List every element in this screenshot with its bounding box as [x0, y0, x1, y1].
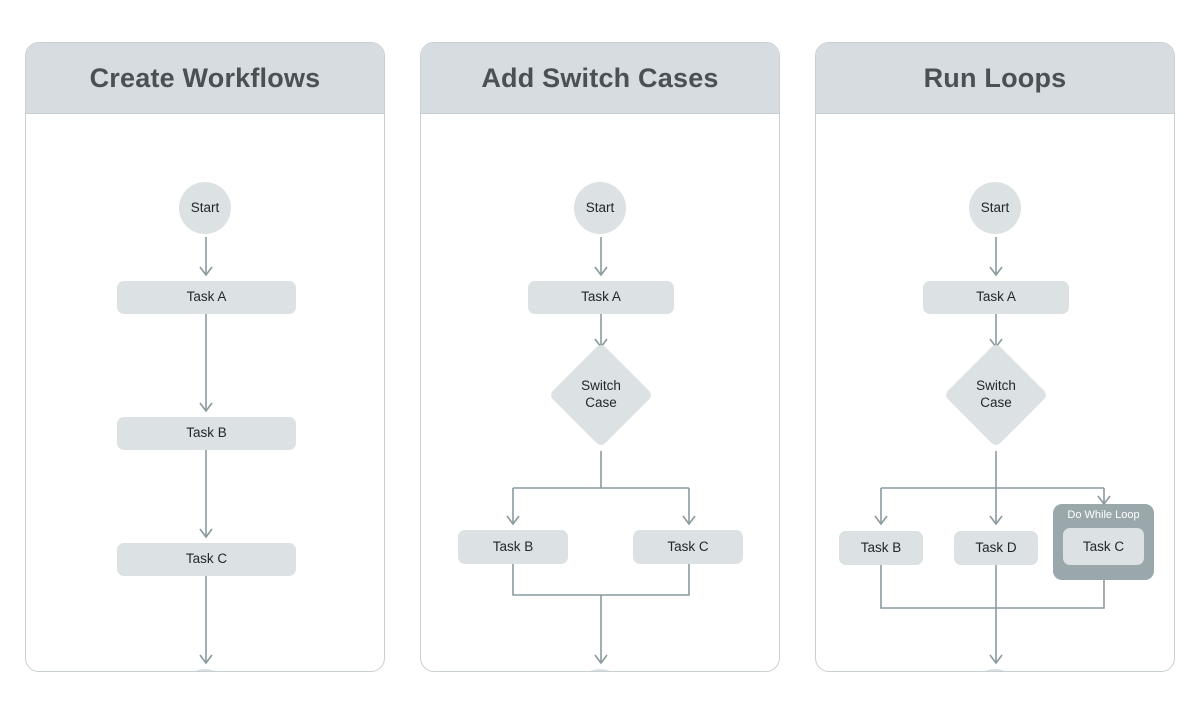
flow-canvas-create-workflows: Start Task A Task B Task C End	[26, 114, 384, 671]
node-start[interactable]: Start	[179, 182, 231, 234]
node-end[interactable]: End	[574, 669, 626, 671]
node-branch-task-b[interactable]: Task B	[458, 530, 568, 564]
panel-title: Create Workflows	[89, 62, 321, 93]
node-start[interactable]: Start	[574, 182, 626, 234]
connector-layer	[874, 237, 1111, 665]
node-label: Task B	[492, 538, 534, 554]
node-branch-task-c[interactable]: Task C	[633, 530, 743, 564]
flow-canvas-run-loops: Start Task A Switch Case Task B Task D D…	[816, 114, 1174, 671]
flow-canvas-add-switch-cases: Start Task A Switch Case Task B Task C E…	[421, 114, 779, 671]
panel-title: Run Loops	[923, 62, 1067, 93]
node-start[interactable]: Start	[969, 182, 1021, 234]
node-do-while-loop[interactable]: Do While Loop Task C	[1053, 504, 1154, 580]
node-label-line1: Switch	[976, 378, 1016, 394]
node-branch-task-b[interactable]: Task B	[839, 531, 923, 565]
node-task-c[interactable]: Task C	[117, 543, 296, 576]
connector-layer	[506, 237, 696, 665]
panel-create-workflows: Create Workflows Start Task	[25, 42, 385, 672]
node-end[interactable]: End	[969, 669, 1021, 671]
panel-header-run-loops: Run Loops	[816, 43, 1174, 114]
node-label: Task B	[860, 539, 902, 555]
node-label: Task C	[667, 538, 709, 554]
node-label: Start	[980, 199, 1010, 215]
node-branch-task-d[interactable]: Task D	[954, 531, 1038, 565]
node-switch-case[interactable]: Switch Case	[548, 342, 654, 448]
panel-add-switch-cases: Add Switch Cases	[420, 42, 780, 672]
panel-title: Add Switch Cases	[481, 62, 719, 93]
loop-group-label: Do While Loop	[1067, 509, 1140, 521]
node-task-a[interactable]: Task A	[528, 281, 674, 314]
node-task-a[interactable]: Task A	[117, 281, 296, 314]
node-label: Task C	[185, 551, 228, 567]
node-label: Switch Case	[581, 378, 621, 412]
node-label: Task B	[186, 425, 227, 441]
panel-run-loops: Run Loops	[815, 42, 1175, 672]
node-label: Switch Case	[976, 378, 1016, 412]
connector-layer	[199, 237, 213, 665]
node-label: Task A	[976, 289, 1016, 305]
node-task-b[interactable]: Task B	[117, 417, 296, 450]
node-loop-task-c[interactable]: Task C	[1063, 528, 1144, 565]
panel-header-create-workflows: Create Workflows	[26, 43, 384, 114]
node-label: Task A	[581, 289, 621, 305]
node-label: Task A	[186, 289, 227, 305]
node-label: Task C	[1082, 539, 1125, 554]
panel-header-add-switch-cases: Add Switch Cases	[421, 43, 779, 114]
node-task-a[interactable]: Task A	[923, 281, 1069, 314]
node-label: Start	[190, 199, 220, 215]
node-label-line2: Case	[585, 395, 617, 410]
node-label: Start	[585, 199, 615, 215]
node-switch-case[interactable]: Switch Case	[943, 342, 1049, 448]
node-end[interactable]: End	[179, 669, 231, 671]
node-label-line2: Case	[980, 395, 1012, 410]
node-label: Task D	[975, 539, 1017, 555]
node-label-line1: Switch	[581, 378, 621, 394]
